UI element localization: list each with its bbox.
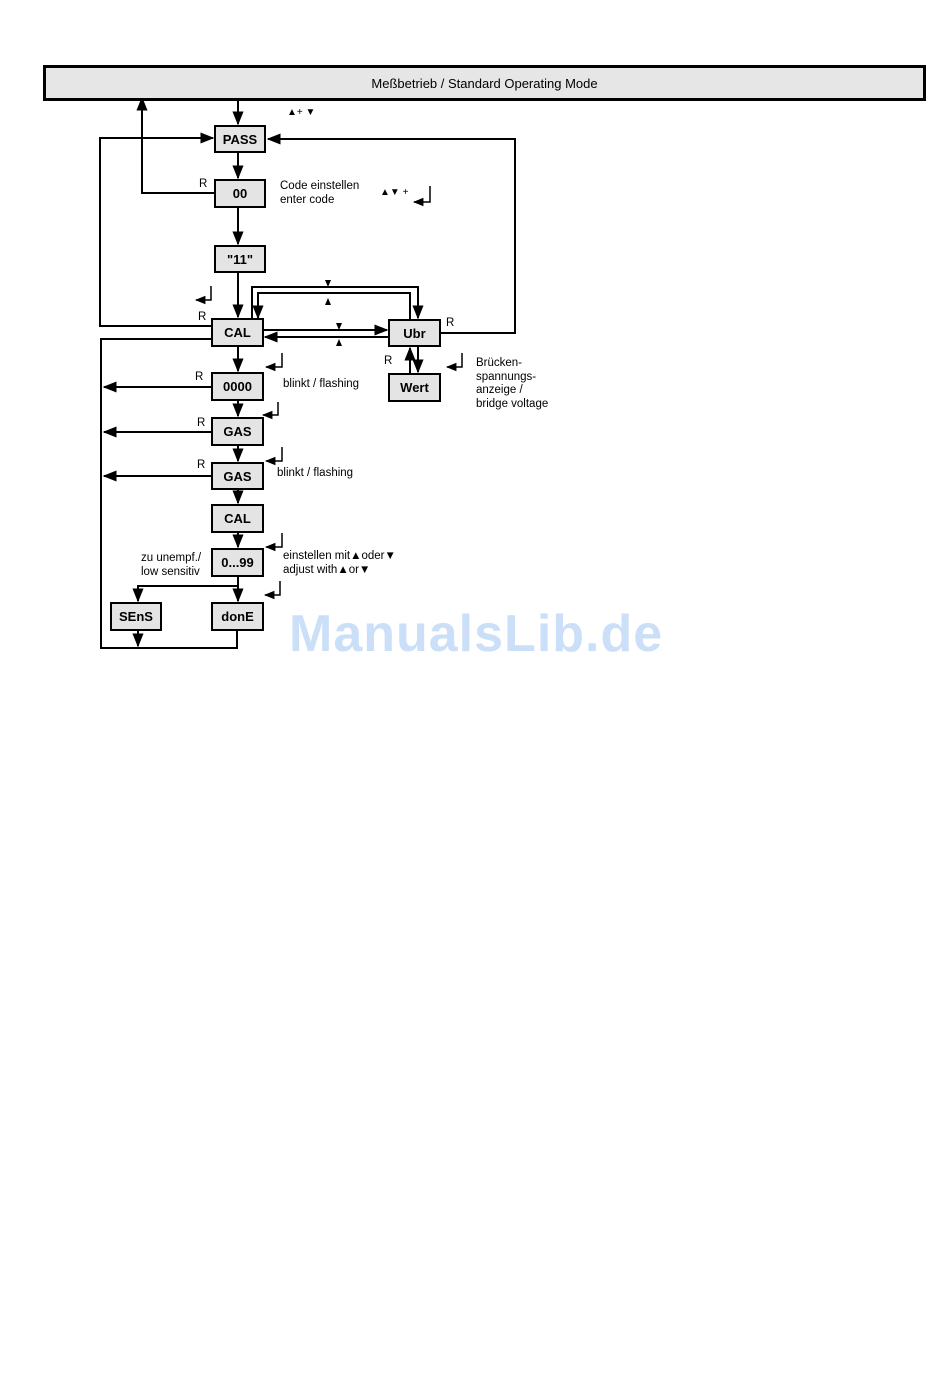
bridge-note-line4: bridge voltage [476, 397, 549, 410]
low-sensitivity-note: zu unempf./ low sensitiv [141, 552, 201, 579]
reset-label: R [198, 311, 207, 323]
bridge-note-line1: Brücken- [476, 357, 523, 369]
gas-box-1: GAS [211, 417, 264, 446]
blink-note-2: blinkt / flashing [277, 467, 354, 479]
range-box: 0...99 [211, 548, 264, 577]
code-box: 00 [214, 179, 266, 208]
bridge-voltage-note: Brücken- spannungs- anzeige / bridge vol… [476, 357, 548, 411]
sens-note-line2: low sensitiv [141, 565, 200, 578]
ubr-box: Ubr [388, 319, 441, 347]
code-note-line1: Code einstellen [280, 180, 360, 192]
standard-operating-mode-bar: Meßbetrieb / Standard Operating Mode [43, 65, 926, 101]
reset-label: R [199, 178, 208, 190]
reset-label: R [446, 317, 455, 329]
up-down-enter-keys: ▲▼ + [380, 187, 409, 198]
reset-label: R [197, 459, 206, 471]
sens-note-line1: zu unempf./ [141, 552, 202, 564]
code-note: Code einstellen enter code [280, 180, 359, 207]
code-note-line2: enter code [280, 193, 335, 206]
blink-note-1: blinkt / flashing [283, 378, 360, 390]
pass-box: PASS [214, 125, 266, 153]
reset-label: R [384, 355, 393, 367]
sens-box: SEnS [110, 602, 162, 631]
zeros-box: 0000 [211, 372, 264, 401]
cal-box: CAL [211, 318, 264, 347]
adjust-note-line1: einstellen mit▲oder▼ [283, 550, 396, 562]
bridge-note-line2: spannungs- [476, 370, 537, 383]
reset-label: R [197, 417, 206, 429]
adjust-note-line2: adjust with▲or▼ [283, 563, 371, 576]
reset-label: R [195, 371, 204, 383]
bridge-note-line3: anzeige / [476, 384, 523, 396]
watermark: ManualsLib.de [289, 605, 664, 663]
gas-box-2: GAS [211, 462, 264, 490]
done-box: donE [211, 602, 264, 631]
wert-box: Wert [388, 373, 441, 402]
cal-box-2: CAL [211, 504, 264, 533]
up-plus-down-keys: ▲+ ▼ [287, 107, 316, 118]
eleven-box: "11" [214, 245, 266, 273]
mode-label: Meßbetrieb / Standard Operating Mode [371, 75, 598, 91]
adjust-note: einstellen mit▲oder▼ adjust with▲or▼ [283, 550, 396, 577]
